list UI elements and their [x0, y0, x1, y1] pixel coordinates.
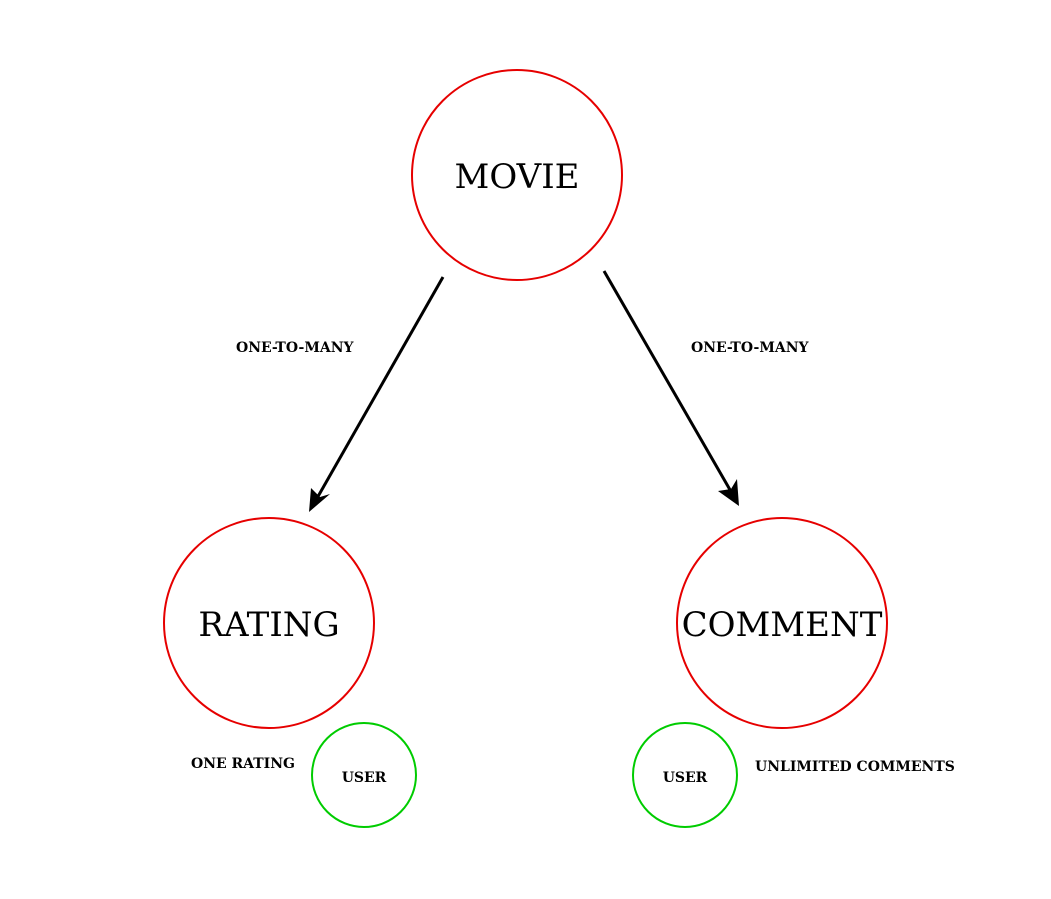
edge-movie-comment-line [602, 270, 735, 496]
node-comment: COMMENT [676, 517, 888, 729]
note-one-rating: ONE RATING [191, 756, 295, 772]
node-comment-circle [676, 517, 888, 729]
node-rating-user: USER [311, 722, 417, 828]
edge-movie-rating [309, 276, 445, 512]
node-rating-user-circle [311, 722, 417, 828]
node-rating-label: RATING [198, 605, 339, 645]
edge-movie-comment-arrowhead [718, 479, 739, 506]
node-rating-user-label: USER [342, 770, 387, 786]
edge-label-movie-comment: ONE-TO-MANY [691, 340, 810, 356]
node-movie-circle [411, 69, 623, 281]
edge-label-movie-rating: ONE-TO-MANY [236, 340, 355, 356]
node-comment-user-circle [632, 722, 738, 828]
node-rating: RATING [163, 517, 375, 729]
node-comment-user: USER [632, 722, 738, 828]
node-rating-circle [163, 517, 375, 729]
edge-movie-rating-arrowhead [309, 488, 330, 512]
node-movie-label: MOVIE [455, 157, 580, 197]
note-unlimited-comments: UNLIMITED COMMENTS [755, 759, 955, 775]
node-comment-user-label: USER [663, 770, 708, 786]
edge-movie-comment [602, 270, 739, 506]
node-comment-label: COMMENT [682, 605, 883, 645]
edge-movie-rating-line [314, 276, 445, 501]
node-movie: MOVIE [411, 69, 623, 281]
